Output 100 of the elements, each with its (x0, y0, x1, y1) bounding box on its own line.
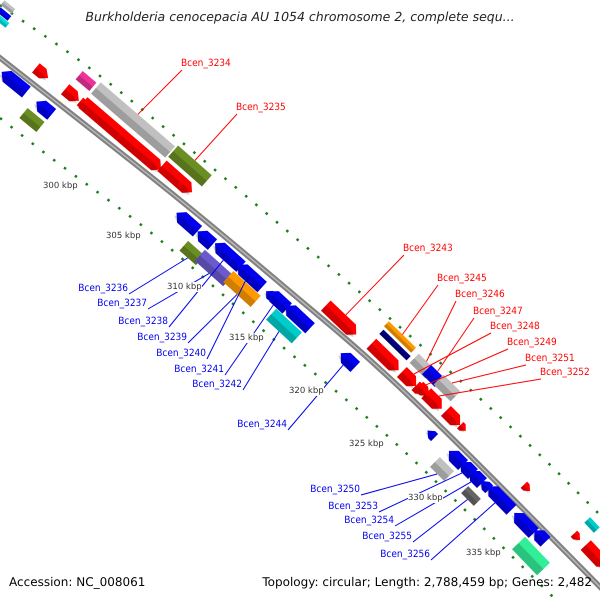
leader-line (412, 499, 468, 542)
gene-block (264, 290, 276, 300)
gene-label: Bcen_3237 (97, 298, 147, 310)
summary-text: Topology: circular; Length: 2,788,459 bp; Genes: 2,482 (262, 575, 592, 589)
gene-block (468, 470, 487, 488)
gene-block (223, 271, 261, 307)
leader-line (168, 260, 224, 328)
gene-label: Bcen_3253 (328, 501, 378, 513)
gene-block (457, 422, 466, 432)
position-label: 305 kbp (106, 231, 141, 241)
gene-label: Bcen_3234 (181, 58, 231, 70)
leader-line (137, 70, 182, 115)
leader-line (188, 294, 238, 344)
gene-block (60, 84, 79, 104)
leader-line (430, 502, 496, 560)
gene-block (584, 517, 600, 533)
leader-line (394, 481, 472, 526)
leader-line (402, 284, 438, 335)
gene-block (520, 482, 530, 493)
leader-line (345, 254, 404, 316)
position-label: 335 kbp (466, 548, 501, 558)
gene-label: Bcen_3235 (236, 102, 286, 114)
leader-line (437, 318, 474, 372)
gene-block (91, 82, 175, 158)
gene-block (0, 7, 12, 21)
gene-block (366, 338, 399, 373)
gene-label: Bcen_3254 (344, 515, 394, 527)
map-title: Burkholderia cenocepacia AU 1054 chromosome 2, complete sequ... (84, 9, 516, 24)
gene-block (266, 308, 302, 344)
gene-block (235, 264, 267, 292)
gene-label: Bcen_3247 (473, 306, 523, 318)
leader-line (378, 472, 463, 512)
gene-label: Bcen_3245 (437, 273, 487, 285)
leader-line (438, 378, 542, 397)
gene-block (421, 388, 442, 412)
gene-block (76, 71, 96, 91)
gene-block (446, 450, 468, 470)
gene-block (512, 536, 550, 576)
gene-block (512, 512, 539, 538)
gene-label: Bcen_3249 (507, 337, 557, 349)
gene-block (440, 406, 460, 428)
gene-block (157, 160, 192, 195)
gene-block (0, 14, 10, 28)
position-label: 325 kbp (349, 439, 384, 449)
gene-block (478, 480, 494, 494)
leader-line (424, 348, 508, 386)
gene-block (426, 430, 438, 442)
gene-block (78, 97, 162, 172)
gene-label: Bcen_3244 (237, 419, 287, 431)
gene-block (174, 212, 202, 237)
gene-label: Bcen_3242 (192, 379, 242, 391)
gene-block (532, 530, 551, 547)
gene-label: Bcen_3252 (540, 367, 590, 379)
gene-label: Bcen_3236 (78, 283, 128, 295)
accession-text: Accession: NC_008061 (9, 575, 146, 589)
position-label: 320 kbp (289, 386, 324, 396)
gene-block (396, 367, 416, 388)
leader-line (451, 364, 526, 384)
leader-line (288, 364, 344, 430)
gene-label: Bcen_3241 (174, 364, 224, 376)
position-label: 315 kbp (229, 333, 264, 343)
leader-line (206, 280, 246, 360)
gene-label: Bcen_3238 (118, 316, 168, 328)
gene-block (338, 352, 360, 372)
gene-block (486, 486, 517, 515)
gene-label: Bcen_3256 (380, 549, 430, 561)
gene-block (461, 486, 481, 506)
gene-label: Bcen_3239 (137, 332, 187, 344)
leader-line (413, 332, 492, 374)
leader-line (360, 473, 438, 496)
gene-block (580, 540, 600, 570)
gene-block (195, 230, 218, 250)
gene-block (212, 242, 246, 272)
gene-block (168, 145, 212, 187)
gene-label: Bcen_3255 (362, 531, 412, 543)
gene-block (0, 70, 31, 98)
gene-block (320, 300, 356, 337)
leader-line (224, 304, 274, 376)
gene-label: Bcen_3240 (156, 348, 206, 360)
gene-block (570, 530, 580, 542)
gene-label: Bcen_3243 (403, 243, 453, 255)
gene-label: Bcen_3246 (455, 289, 505, 301)
position-label: 310 kbp (167, 282, 202, 292)
gene-block (284, 305, 315, 334)
gene-block (32, 63, 48, 80)
leader-line (194, 114, 238, 161)
position-label: 330 kbp (408, 493, 443, 503)
gene-block (430, 456, 454, 482)
gene-block (434, 374, 460, 402)
gene-label: Bcen_3248 (490, 321, 540, 333)
position-label: 300 kbp (43, 181, 78, 191)
gene-block (19, 108, 45, 132)
gene-block (384, 321, 416, 353)
leader-line (242, 331, 280, 390)
gene-label: Bcen_3250 (310, 484, 360, 496)
gene-label: Bcen_3251 (525, 353, 575, 365)
gene-block (0, 0, 16, 14)
gene-block (379, 330, 411, 360)
leader-line (128, 257, 188, 294)
leader-line (426, 300, 456, 362)
